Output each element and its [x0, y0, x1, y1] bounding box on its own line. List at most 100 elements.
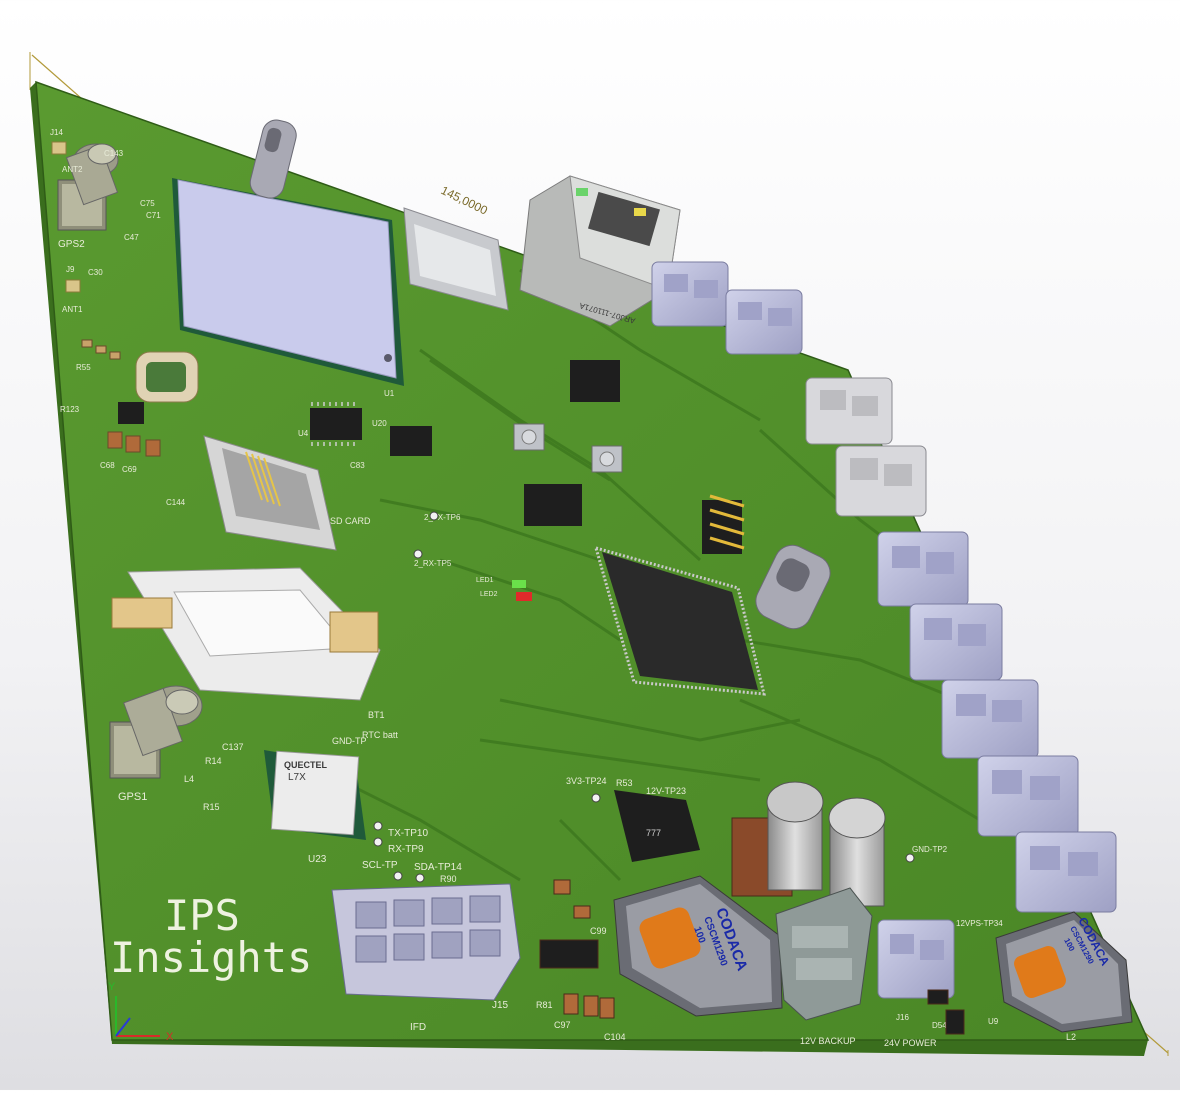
ic-u22[interactable] [570, 360, 620, 402]
label-12v-backup: 12V BACKUP [800, 1036, 856, 1046]
label-rx-tp5: 2_RX-TP5 [414, 559, 452, 568]
label-r123: R123 [60, 405, 80, 414]
gnss-model: L7X [288, 772, 306, 783]
label-c97: C97 [554, 1020, 571, 1030]
molex-connector-9[interactable] [1015, 831, 1117, 913]
molex-connector-8[interactable] [977, 755, 1079, 837]
label-c104: C104 [604, 1032, 626, 1042]
label-sda-tp14: SDA-TP14 [414, 862, 462, 873]
logo-line1: IPS [164, 891, 240, 940]
label-tx-tp6: 2_TX-TP6 [424, 513, 461, 522]
usb-c-connector-mid[interactable] [750, 539, 836, 635]
label-u20: U20 [372, 419, 387, 428]
label-j16: J16 [896, 1013, 909, 1022]
label-3v3-tp: 3V3-TP24 [566, 776, 607, 786]
label-12v-tp: 12V-TP23 [646, 786, 686, 796]
led1 [512, 580, 526, 588]
pin-header[interactable] [702, 494, 745, 554]
label-12vps-tp: 12VPS-TP34 [956, 919, 1003, 928]
label-c99: C99 [590, 926, 607, 936]
passive-components-bottom [539, 879, 965, 1035]
gps1-sma-connector[interactable] [109, 685, 203, 779]
label-scl-tp: SCL-TP [362, 860, 398, 871]
label-sd-card: SD CARD [330, 516, 371, 526]
label-r53: R53 [616, 778, 633, 788]
label-c30: C30 [88, 268, 103, 277]
label-c68: C68 [100, 461, 115, 470]
label-r14: R14 [205, 756, 222, 766]
small-inductor-mark: 777 [646, 828, 661, 838]
ic-u27[interactable] [524, 484, 582, 526]
label-led1: LED1 [476, 577, 494, 584]
backup-connector-12v[interactable] [775, 887, 873, 1021]
label-r55: R55 [76, 363, 91, 372]
inductor-small[interactable]: 777 [614, 790, 700, 862]
label-led2: LED2 [480, 591, 498, 598]
gps2-sma-connector[interactable] [57, 143, 119, 231]
label-j15: J15 [492, 1000, 509, 1011]
axis-x-label: X [166, 1031, 174, 1043]
label-c69: C69 [122, 465, 137, 474]
label-c71: C71 [146, 211, 161, 220]
molex-connector-2[interactable] [725, 289, 803, 355]
gnss-brand: QUECTEL [284, 760, 328, 770]
molex-connector-4[interactable] [835, 445, 927, 517]
molex-connector-7[interactable] [941, 679, 1039, 759]
usb-c-connector-top[interactable] [247, 117, 299, 201]
power-inductor-l1[interactable]: CODACA CSCM1290 100 [613, 875, 783, 1017]
ifd-connector-j15[interactable] [331, 883, 521, 1001]
molex-connector-1[interactable] [651, 261, 729, 327]
label-c83: C83 [350, 461, 365, 470]
led2 [516, 592, 532, 601]
ic-u20[interactable] [390, 426, 432, 456]
label-c47: C47 [124, 233, 139, 242]
sd-card-slot[interactable] [203, 435, 337, 551]
label-ifd: IFD [410, 1022, 426, 1033]
mcu-qfp[interactable] [593, 545, 766, 696]
label-l4: L4 [184, 774, 194, 784]
coin-cell-holder[interactable] [111, 567, 381, 701]
logo-line2: Insights [110, 933, 312, 982]
molex-connector-6[interactable] [909, 603, 1003, 681]
molex-connector-3[interactable] [805, 377, 893, 445]
label-d54: D54 [932, 1021, 947, 1030]
axis-gizmo: Y X [108, 981, 174, 1043]
label-c75: C75 [140, 199, 155, 208]
gnss-module-l7x[interactable]: QUECTEL L7X [264, 750, 366, 840]
power-inductor-l2[interactable]: CODACA CSCM1290 100 [995, 911, 1133, 1033]
dimension-value: 145,0000 [439, 183, 490, 218]
label-gps1: GPS1 [118, 791, 147, 803]
ufl-connector-ant1[interactable] [65, 279, 81, 293]
label-ant2: ANT2 [62, 165, 83, 174]
rj45-ethernet-jack[interactable]: ARJ07-111071A [519, 175, 681, 327]
molex-connector-5[interactable] [877, 531, 969, 607]
label-rtc: RTC batt [362, 730, 398, 740]
label-u23: U23 [308, 854, 327, 865]
label-r90: R90 [440, 874, 457, 884]
green-inductor[interactable] [135, 351, 199, 403]
ic-u4[interactable] [310, 402, 362, 446]
label-u9: U9 [988, 1017, 999, 1026]
label-gnd-tp2: GND-TP2 [912, 845, 948, 854]
ufl-connector-ant2[interactable] [51, 141, 67, 155]
label-j9: J9 [66, 265, 75, 274]
label-c143: C143 [104, 149, 124, 158]
tactile-button-1[interactable] [513, 423, 545, 451]
label-u4: U4 [298, 429, 309, 438]
tactile-button-2[interactable] [591, 445, 623, 473]
ic-left-small[interactable] [118, 402, 144, 424]
electrolytic-capacitors[interactable] [731, 781, 886, 907]
power-connector-24v[interactable] [877, 919, 955, 999]
label-l2: L2 [1066, 1032, 1076, 1042]
cellular-module-u1[interactable] [172, 178, 404, 386]
label-bt1: BT1 [368, 710, 385, 720]
label-u1: U1 [384, 389, 395, 398]
label-j14: J14 [50, 128, 63, 137]
test-points[interactable] [373, 511, 915, 883]
label-r81: R81 [536, 1000, 553, 1010]
label-gnd-tp: GND-TP [332, 736, 367, 746]
sim-card-holder[interactable] [403, 207, 509, 311]
axis-y-label: Y [108, 981, 116, 993]
